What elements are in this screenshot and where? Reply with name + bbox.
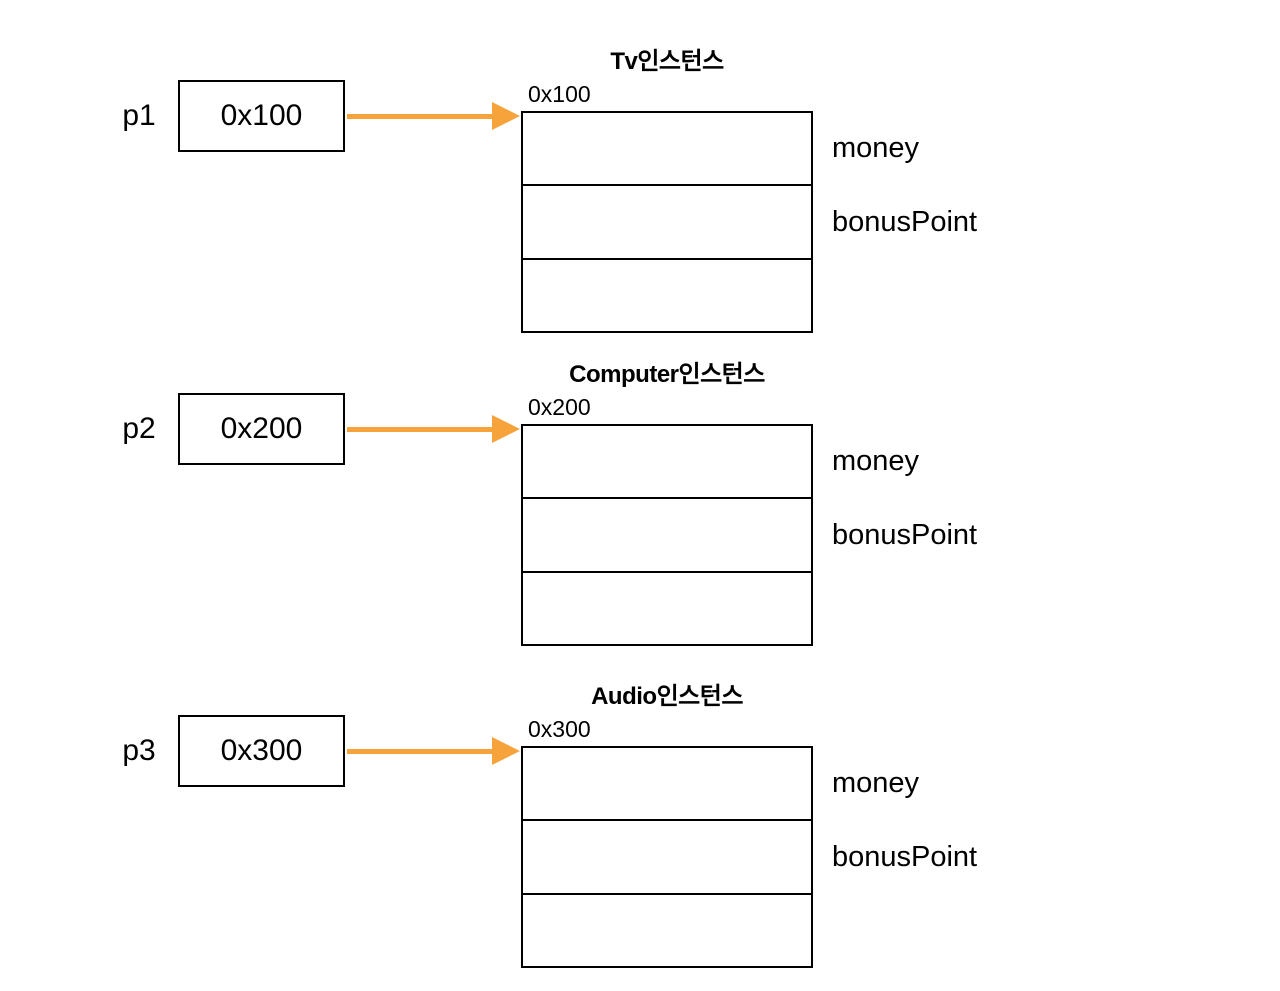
instance-memory-table [521,111,813,333]
pointer-arrow [347,393,520,465]
instance-title: Tv인스턴스 [610,48,724,75]
instance-address: 0x100 [528,81,591,107]
table-row [523,821,811,895]
pointer-variable-label: p1 [122,99,156,132]
pointer-value: 0x100 [220,99,303,132]
table-row [523,260,811,331]
arrow-head-icon [492,102,520,130]
field-label-bonuspoint: bonusPoint [832,841,978,873]
pointer-value: 0x200 [220,412,303,445]
field-label-money: money [832,445,920,477]
instance-memory-table [521,424,813,646]
pointer-arrow [347,715,520,787]
instance-address: 0x200 [528,394,591,420]
table-row [523,748,811,822]
instance-address: 0x300 [528,716,591,742]
pointer-block-computer: Computer인스턴스 p2 0x200 0x200 money bonusP… [0,358,1280,658]
table-row [523,426,811,500]
arrow-shaft [347,426,496,432]
table-row [523,499,811,573]
arrow-head-icon [492,737,520,765]
arrow-shaft [347,113,496,119]
table-row [523,573,811,644]
pointer-variable-label: p2 [122,412,156,445]
instance-title: Audio인스턴스 [591,683,743,710]
pointer-variable-label: p3 [122,734,156,767]
table-row [523,113,811,187]
arrow-shaft [347,748,496,754]
pointer-value-box: 0x200 [178,393,345,465]
pointer-value-box: 0x100 [178,80,345,152]
pointer-value: 0x300 [220,734,303,767]
field-label-money: money [832,132,920,164]
pointer-value-box: 0x300 [178,715,345,787]
pointer-block-audio: Audio인스턴스 p3 0x300 0x300 money bonusPoin… [0,680,1280,980]
arrow-head-icon [492,415,520,443]
pointer-arrow [347,80,520,152]
table-row [523,186,811,260]
instance-memory-table [521,746,813,968]
pointer-block-tv: Tv인스턴스 p1 0x100 0x100 money bonusPoint [0,45,1280,345]
instance-title: Computer인스턴스 [569,361,765,388]
field-label-bonuspoint: bonusPoint [832,206,978,238]
table-row [523,895,811,966]
field-label-bonuspoint: bonusPoint [832,519,978,551]
field-label-money: money [832,767,920,799]
